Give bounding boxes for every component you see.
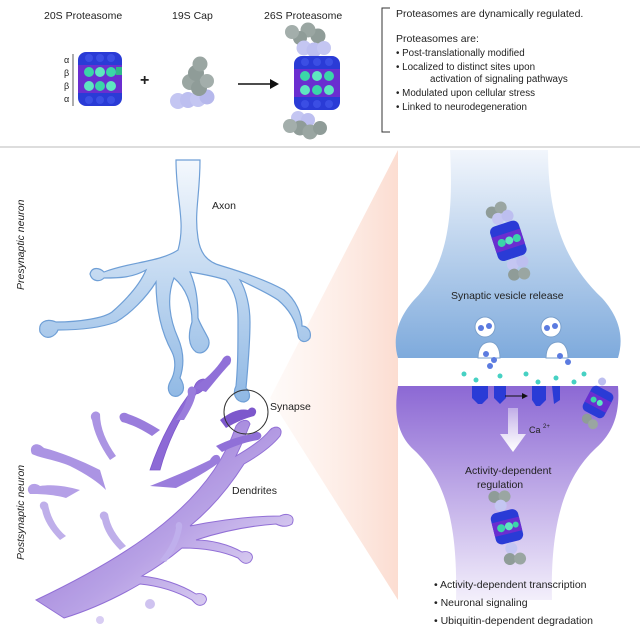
assembly-arrow-icon (238, 79, 279, 89)
presynaptic-neuron: Axon Presynaptic neuron (15, 159, 311, 403)
plus-sign: + (140, 72, 149, 89)
label-synapse: Synapse (270, 401, 311, 413)
subunit-alpha-bottom: α (64, 94, 69, 104)
membrane-proteasome-icon (581, 377, 614, 430)
label-vesicle-release: Synaptic vesicle release (451, 290, 564, 302)
info-bullet-1: • Post-translationally modified (396, 48, 525, 59)
calcium-arrow-icon (500, 408, 526, 452)
proteasome-20s-icon (78, 52, 122, 106)
neurotransmitters (461, 371, 587, 385)
info-title: Proteasomes are dynamically regulated. (396, 8, 583, 20)
label-axon: Axon (212, 200, 236, 212)
subunit-beta-1: β (64, 68, 69, 78)
info-list: Proteasomes are dynamically regulated. P… (396, 8, 583, 113)
info-bullet-3: • Modulated upon cellular stress (396, 88, 535, 99)
info-bracket (381, 7, 390, 133)
top-panel: 20S Proteasome 19S Cap 26S Proteasome α … (44, 7, 583, 140)
info-bullet-2: • Localized to distinct sites upon (396, 62, 535, 73)
label-presynaptic: Presynaptic neuron (15, 199, 27, 290)
receptors (472, 386, 560, 406)
label-activity-2: regulation (477, 479, 523, 491)
label-dendrites: Dendrites (232, 485, 277, 497)
label-calcium-charge: 2+ (543, 424, 550, 430)
label-19s-cap: 19S Cap (172, 10, 213, 22)
info-subtitle: Proteasomes are: (396, 33, 479, 45)
outcomes-list: • Activity-dependent transcription • Neu… (434, 579, 593, 627)
postsynaptic-neuron: Dendrites Postsynaptic neuron (15, 355, 294, 624)
outcome-1: • Activity-dependent transcription (434, 579, 587, 591)
synapse-zoom-panel: Synaptic vesicle release (395, 150, 621, 600)
proteasome-26s-icon (283, 22, 340, 140)
synapse-highlight: Synapse (223, 389, 311, 435)
postsynaptic-proteasome-icon (488, 490, 527, 566)
label-calcium: Ca (529, 425, 541, 435)
info-bullet-2-cont: activation of signaling pathways (430, 74, 568, 85)
zoom-cone (270, 150, 398, 600)
label-postsynaptic: Postsynaptic neuron (15, 465, 27, 560)
outcome-3: • Ubiquitin-dependent degradation (434, 615, 593, 627)
label-26s-proteasome: 26S Proteasome (264, 10, 342, 22)
synaptic-vesicles (474, 316, 571, 369)
label-20s-proteasome: 20S Proteasome (44, 10, 122, 22)
cap-19s-icon (170, 56, 215, 109)
outcome-2: • Neuronal signaling (434, 597, 528, 609)
subunit-labels: α β β α (64, 54, 74, 106)
subunit-beta-2: β (64, 81, 69, 91)
subunit-alpha-top: α (64, 55, 69, 65)
label-activity-1: Activity-dependent (465, 465, 551, 477)
info-bullet-4: • Linked to neurodegeneration (396, 102, 527, 113)
presynaptic-proteasome-icon (485, 201, 531, 281)
